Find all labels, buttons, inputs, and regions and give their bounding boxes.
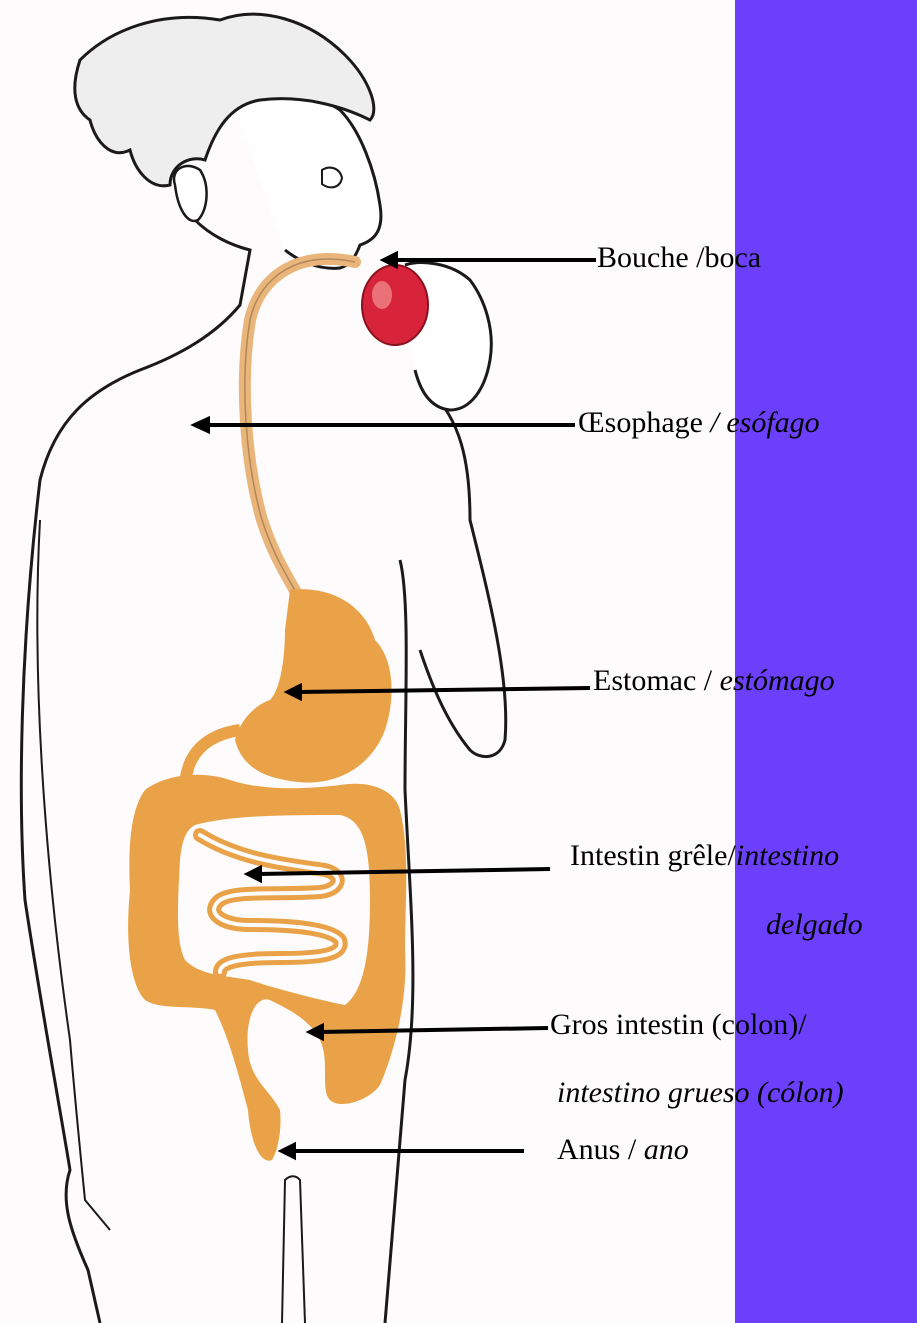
label-esophagus-sep: / (703, 406, 726, 439)
ear (174, 166, 207, 221)
arrowhead-anus (282, 1145, 294, 1157)
label-anus-fr: Anus / (557, 1133, 644, 1166)
label-stomach: Estomac / estómago (593, 663, 835, 699)
label-large-intestine: Gros intestin (colon)/ (550, 1007, 807, 1043)
label-small-intestine-fr: Intestin grêle/ (570, 839, 736, 872)
apple-highlight (372, 281, 392, 309)
label-large-intestine-line2: intestino grueso (cólon) (557, 1075, 844, 1111)
label-small-intestine: Intestin grêle/intestino (570, 838, 839, 874)
label-stomach-fr: Estomac / (593, 664, 720, 697)
label-stomach-es: estómago (720, 664, 835, 697)
label-large-intestine-es: intestino grueso (cólon) (557, 1076, 844, 1109)
body-outline (21, 130, 250, 1323)
arrowhead-esophagus (195, 419, 208, 431)
label-esophagus: Œsophage / esófago (578, 405, 820, 441)
stomach (235, 589, 392, 782)
label-mouth-fr: Bouche / (597, 241, 704, 274)
label-anus-es: ano (644, 1133, 689, 1166)
label-mouth-es: boca (704, 241, 761, 274)
label-small-intestine-es: intestino (736, 839, 839, 872)
apple (362, 265, 428, 345)
esophagus-tube-edge (245, 259, 355, 600)
arm-left-outline (37, 520, 110, 1230)
arm-right-outline (420, 390, 506, 757)
label-anus: Anus / ano (557, 1132, 689, 1168)
label-small-intestine-line2: delgado (766, 907, 863, 943)
label-large-intestine-fr: Gros intestin (colon)/ (550, 1008, 807, 1041)
leg-gap-outline (282, 1176, 305, 1323)
arrowhead-mouth (384, 254, 396, 266)
label-small-intestine-es2: delgado (766, 908, 863, 941)
label-esophagus-fr: Œsophage (578, 406, 703, 439)
esophagus-tube (245, 259, 355, 600)
label-esophagus-es: esófago (726, 406, 819, 439)
label-mouth: Bouche /boca (597, 240, 761, 276)
eye (322, 168, 342, 188)
